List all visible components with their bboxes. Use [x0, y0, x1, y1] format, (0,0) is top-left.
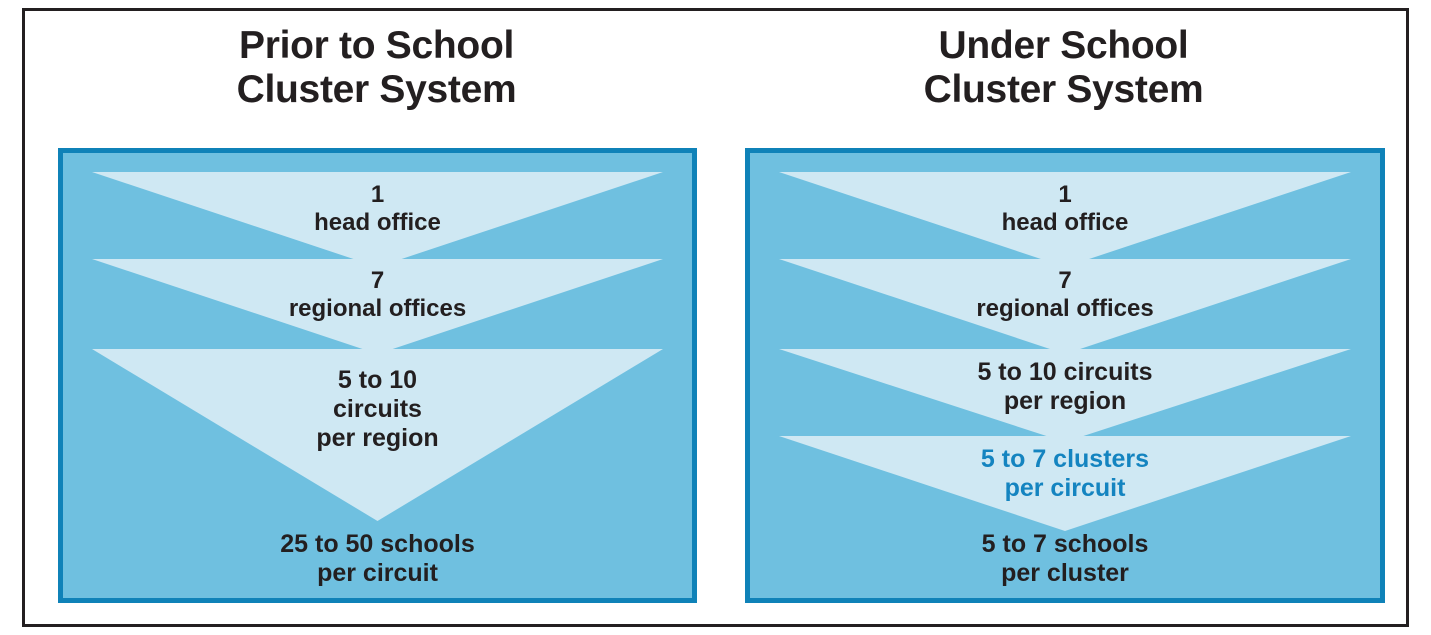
page-border-left [22, 8, 25, 627]
chevron-regional-offices [63, 259, 692, 354]
level-label-head-office-prior: 1 head office [314, 181, 441, 236]
page-border-right [1406, 8, 1409, 627]
level-label-head-office-under: 1 head office [1001, 181, 1129, 236]
panel-under-school-cluster-system: Under School Cluster System [722, 0, 1405, 635]
chevron-layer-under [750, 153, 1380, 598]
chevron-head-office [750, 172, 1380, 267]
level-label-clusters-under: 5 to 7 clusters per circuit [980, 445, 1150, 502]
chevron-circuits-per-region [63, 349, 692, 521]
panel-title-prior: Prior to School Cluster System [236, 24, 517, 111]
panel-title-under: Under School Cluster System [923, 24, 1204, 111]
level-label-circuits-prior: 5 to 10 circuits per region [316, 366, 439, 452]
level-label-regional-offices-under: 7 regional offices [976, 267, 1154, 322]
chevron-head-office [63, 172, 692, 267]
panel-prior-to-school-cluster-system: Prior to School Cluster System [35, 0, 718, 635]
chart-box-prior: 1 head office 7 regional offices 5 to 10… [58, 148, 697, 603]
level-label-circuits-under: 5 to 10 circuits per region [977, 358, 1153, 415]
chevron-clusters-per-circuit [750, 436, 1380, 531]
level-label-schools-prior: 25 to 50 schools per circuit [280, 530, 475, 587]
chevron-regional-offices [750, 259, 1380, 354]
chevron-layer-prior [63, 153, 692, 598]
chart-box-under: 1 head office 7 regional offices 5 to 10… [745, 148, 1385, 603]
chevron-circuits-per-region [750, 349, 1380, 442]
page-border-bottom [22, 624, 1409, 627]
page-border-top [22, 8, 1409, 11]
level-label-schools-under: 5 to 7 schools per cluster [981, 530, 1149, 587]
level-label-regional-offices-prior: 7 regional offices [288, 267, 467, 322]
